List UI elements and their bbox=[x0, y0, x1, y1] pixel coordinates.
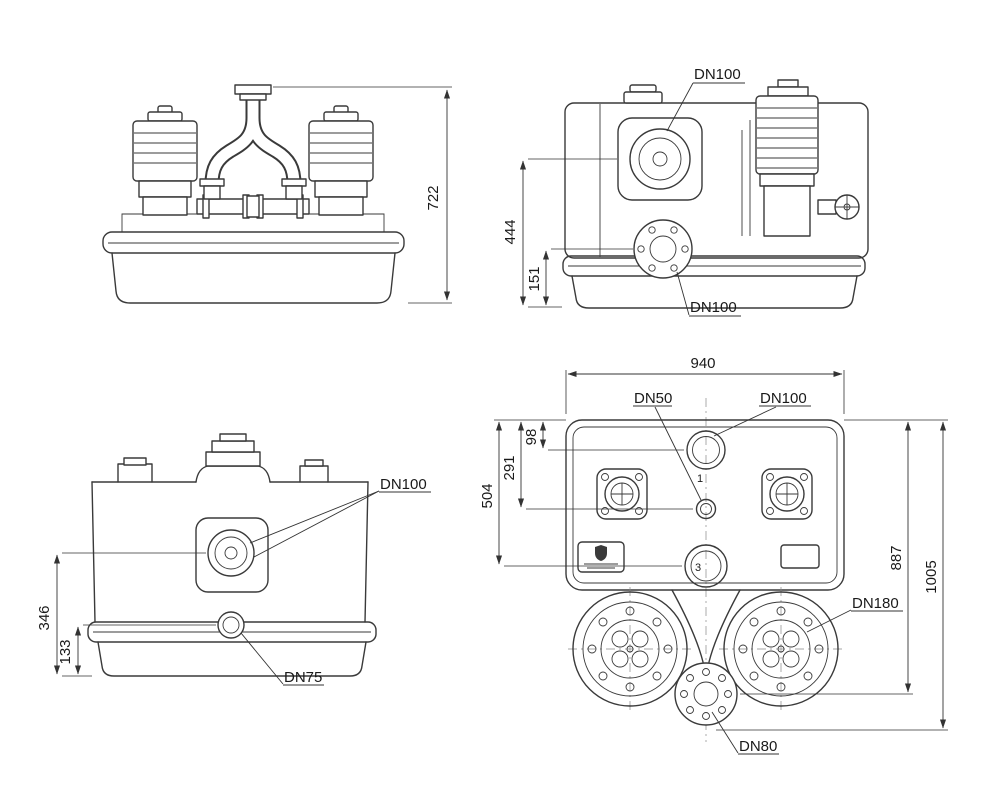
right-motor-circle bbox=[719, 587, 843, 711]
dimension-98: 98 bbox=[523, 421, 684, 451]
dn80-label: DN80 bbox=[739, 738, 777, 755]
view-front-upper: 722 bbox=[102, 84, 452, 304]
label-dn180: DN180 bbox=[806, 595, 903, 633]
brand-plate bbox=[577, 541, 625, 573]
dim-98-label: 98 bbox=[523, 429, 540, 446]
view-plan: 1 3 940 DN50 bbox=[479, 355, 948, 755]
tank-base bbox=[102, 213, 405, 304]
dn100-outlet-label: DN100 bbox=[690, 299, 737, 316]
side-pump-motor bbox=[741, 79, 819, 237]
dimension-887: 887 bbox=[740, 421, 913, 695]
dimension-444: 444 bbox=[502, 158, 617, 308]
outlet-flange bbox=[633, 219, 693, 279]
shutoff-valve bbox=[817, 194, 860, 220]
large-port-dn100 bbox=[195, 517, 269, 593]
tank-base bbox=[562, 255, 866, 309]
port-1-mark: 1 bbox=[697, 473, 703, 485]
view-front-lower: DN100 DN75 346 133 bbox=[36, 433, 431, 686]
dn50-label: DN50 bbox=[634, 390, 672, 407]
port-3: 3 bbox=[684, 544, 728, 588]
dim-722-label: 722 bbox=[425, 185, 442, 210]
dim-291-label: 291 bbox=[501, 455, 518, 480]
shield-icon bbox=[595, 545, 607, 561]
access-plate bbox=[780, 544, 820, 569]
right-pump-motor bbox=[308, 105, 374, 216]
dimension-151: 151 bbox=[526, 248, 633, 306]
inlet-port bbox=[617, 117, 703, 201]
dn75-label: DN75 bbox=[284, 669, 322, 686]
dim-887-label: 887 bbox=[888, 545, 905, 570]
dn100-inlet-label: DN100 bbox=[694, 66, 741, 83]
left-square-port bbox=[596, 468, 648, 520]
left-pump-motor bbox=[132, 105, 198, 216]
small-port-dn75 bbox=[217, 611, 245, 639]
label-dn80: DN80 bbox=[711, 711, 779, 755]
dim-444-label: 444 bbox=[502, 219, 519, 244]
dim-346-label: 346 bbox=[36, 605, 53, 630]
dimension-133: 133 bbox=[57, 624, 216, 675]
dimension-291: 291 bbox=[501, 421, 693, 510]
y-discharge-pipe bbox=[199, 84, 307, 200]
discharge-piping bbox=[196, 194, 310, 219]
dim-1005-label: 1005 bbox=[923, 560, 940, 593]
dn180-label: DN180 bbox=[852, 595, 899, 612]
dimension-1005: 1005 bbox=[716, 421, 948, 731]
left-motor-circle bbox=[568, 587, 692, 711]
dimension-504: 504 bbox=[479, 421, 682, 567]
label-dn100-inlet: DN100 bbox=[666, 66, 745, 132]
label-dn75: DN75 bbox=[240, 632, 324, 686]
port-3-mark: 3 bbox=[695, 562, 701, 574]
label-dn100-outlet: DN100 bbox=[676, 271, 741, 317]
tank-body bbox=[564, 84, 869, 259]
plan-body bbox=[565, 419, 845, 663]
dn50-port bbox=[695, 498, 717, 520]
dim-151-label: 151 bbox=[526, 266, 543, 291]
dim-940-label: 940 bbox=[690, 355, 715, 372]
right-square-port bbox=[761, 468, 813, 520]
bottom-flange-dn80 bbox=[674, 662, 738, 726]
dim-504-label: 504 bbox=[479, 483, 496, 508]
dimension-940: 940 bbox=[565, 355, 845, 414]
label-dn50: DN50 bbox=[633, 390, 702, 501]
dimension-346: 346 bbox=[36, 552, 206, 677]
dn100-label: DN100 bbox=[380, 476, 427, 493]
tank-body bbox=[91, 433, 369, 623]
dn100-plan-label: DN100 bbox=[760, 390, 807, 407]
view-side: DN100 444 151 DN100 bbox=[502, 66, 869, 317]
dn100-port: 1 bbox=[686, 430, 726, 485]
label-dn100-plan: DN100 bbox=[713, 390, 811, 437]
dim-133-label: 133 bbox=[57, 639, 74, 664]
label-dn100: DN100 bbox=[249, 476, 431, 558]
dimension-722: 722 bbox=[273, 86, 452, 304]
